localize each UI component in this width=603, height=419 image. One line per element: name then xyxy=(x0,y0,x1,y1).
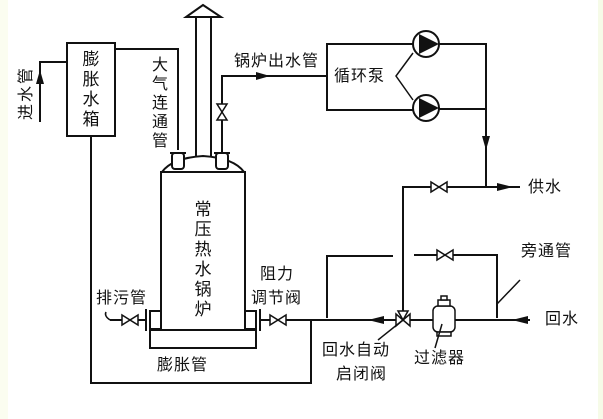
bypass-pipe-label: 旁通管 xyxy=(521,241,573,260)
expansion-pipe xyxy=(90,136,312,384)
resistance-valve-label-1: 阻力 xyxy=(260,264,295,283)
atmospheric-pipe xyxy=(115,48,179,150)
filter-icon xyxy=(432,295,456,349)
boiler-label: 常压热水锅炉 xyxy=(194,200,212,321)
chimney xyxy=(182,3,225,157)
resistance-valve-label-2: 调节阀 xyxy=(251,288,303,307)
pump-discharge-pipe xyxy=(439,43,490,187)
supply-valve-icon xyxy=(430,180,448,194)
auto-valve-leader-line xyxy=(377,319,404,341)
return-branch-pipe xyxy=(326,255,393,318)
inlet-pipe-label: 进水管 xyxy=(16,65,35,120)
boiler-body xyxy=(145,152,261,349)
pump-manifold xyxy=(326,43,414,111)
bypass-pipe xyxy=(414,248,521,318)
drain-valve-icon xyxy=(121,313,139,327)
boiler-outlet-pipe-label: 锅炉出水管 xyxy=(234,51,320,70)
circulation-pump-2-icon xyxy=(412,94,440,122)
return-flow-arrow-icon xyxy=(368,316,384,324)
inlet-pipe xyxy=(36,61,67,122)
outlet-arrow-icon xyxy=(256,72,270,80)
return-auto-valve-label-1: 回水自动 xyxy=(322,340,391,359)
supply-pipe xyxy=(402,180,520,318)
return-arrow-icon xyxy=(512,316,528,324)
expansion-pipe-label: 膨胀管 xyxy=(157,355,209,374)
return-main-pipe xyxy=(260,310,530,341)
boiler-outlet-pipe xyxy=(215,72,327,153)
return-auto-valve-icon xyxy=(395,310,411,328)
outlet-valve-icon xyxy=(215,103,229,121)
right-margin-strip xyxy=(598,0,603,419)
circulation-pump-1-icon xyxy=(412,30,440,58)
return-water-label: 回水 xyxy=(545,309,580,328)
return-auto-valve-label-2: 启闭阀 xyxy=(336,364,388,383)
boiler-base xyxy=(149,329,257,349)
drain-pipe xyxy=(104,311,146,327)
expansion-tank-label: 膨胀水箱 xyxy=(82,50,100,131)
supply-water-label: 供水 xyxy=(528,177,563,196)
inlet-arrow-icon xyxy=(36,70,44,84)
bypass-valve-icon xyxy=(436,248,454,262)
drain-pipe-label: 排污管 xyxy=(96,288,148,307)
filter-label: 过滤器 xyxy=(414,348,466,367)
atmospheric-pipe-label: 大气连通管 xyxy=(151,55,168,150)
discharge-arrow-icon xyxy=(482,136,490,150)
bypass-leader-line xyxy=(496,279,521,305)
left-margin-strip xyxy=(0,0,8,419)
expansion-tank-box xyxy=(66,42,116,137)
circulation-pump-label: 循环泵 xyxy=(334,66,386,85)
resistance-valve-icon xyxy=(269,313,287,327)
supply-arrow-icon xyxy=(497,183,513,191)
